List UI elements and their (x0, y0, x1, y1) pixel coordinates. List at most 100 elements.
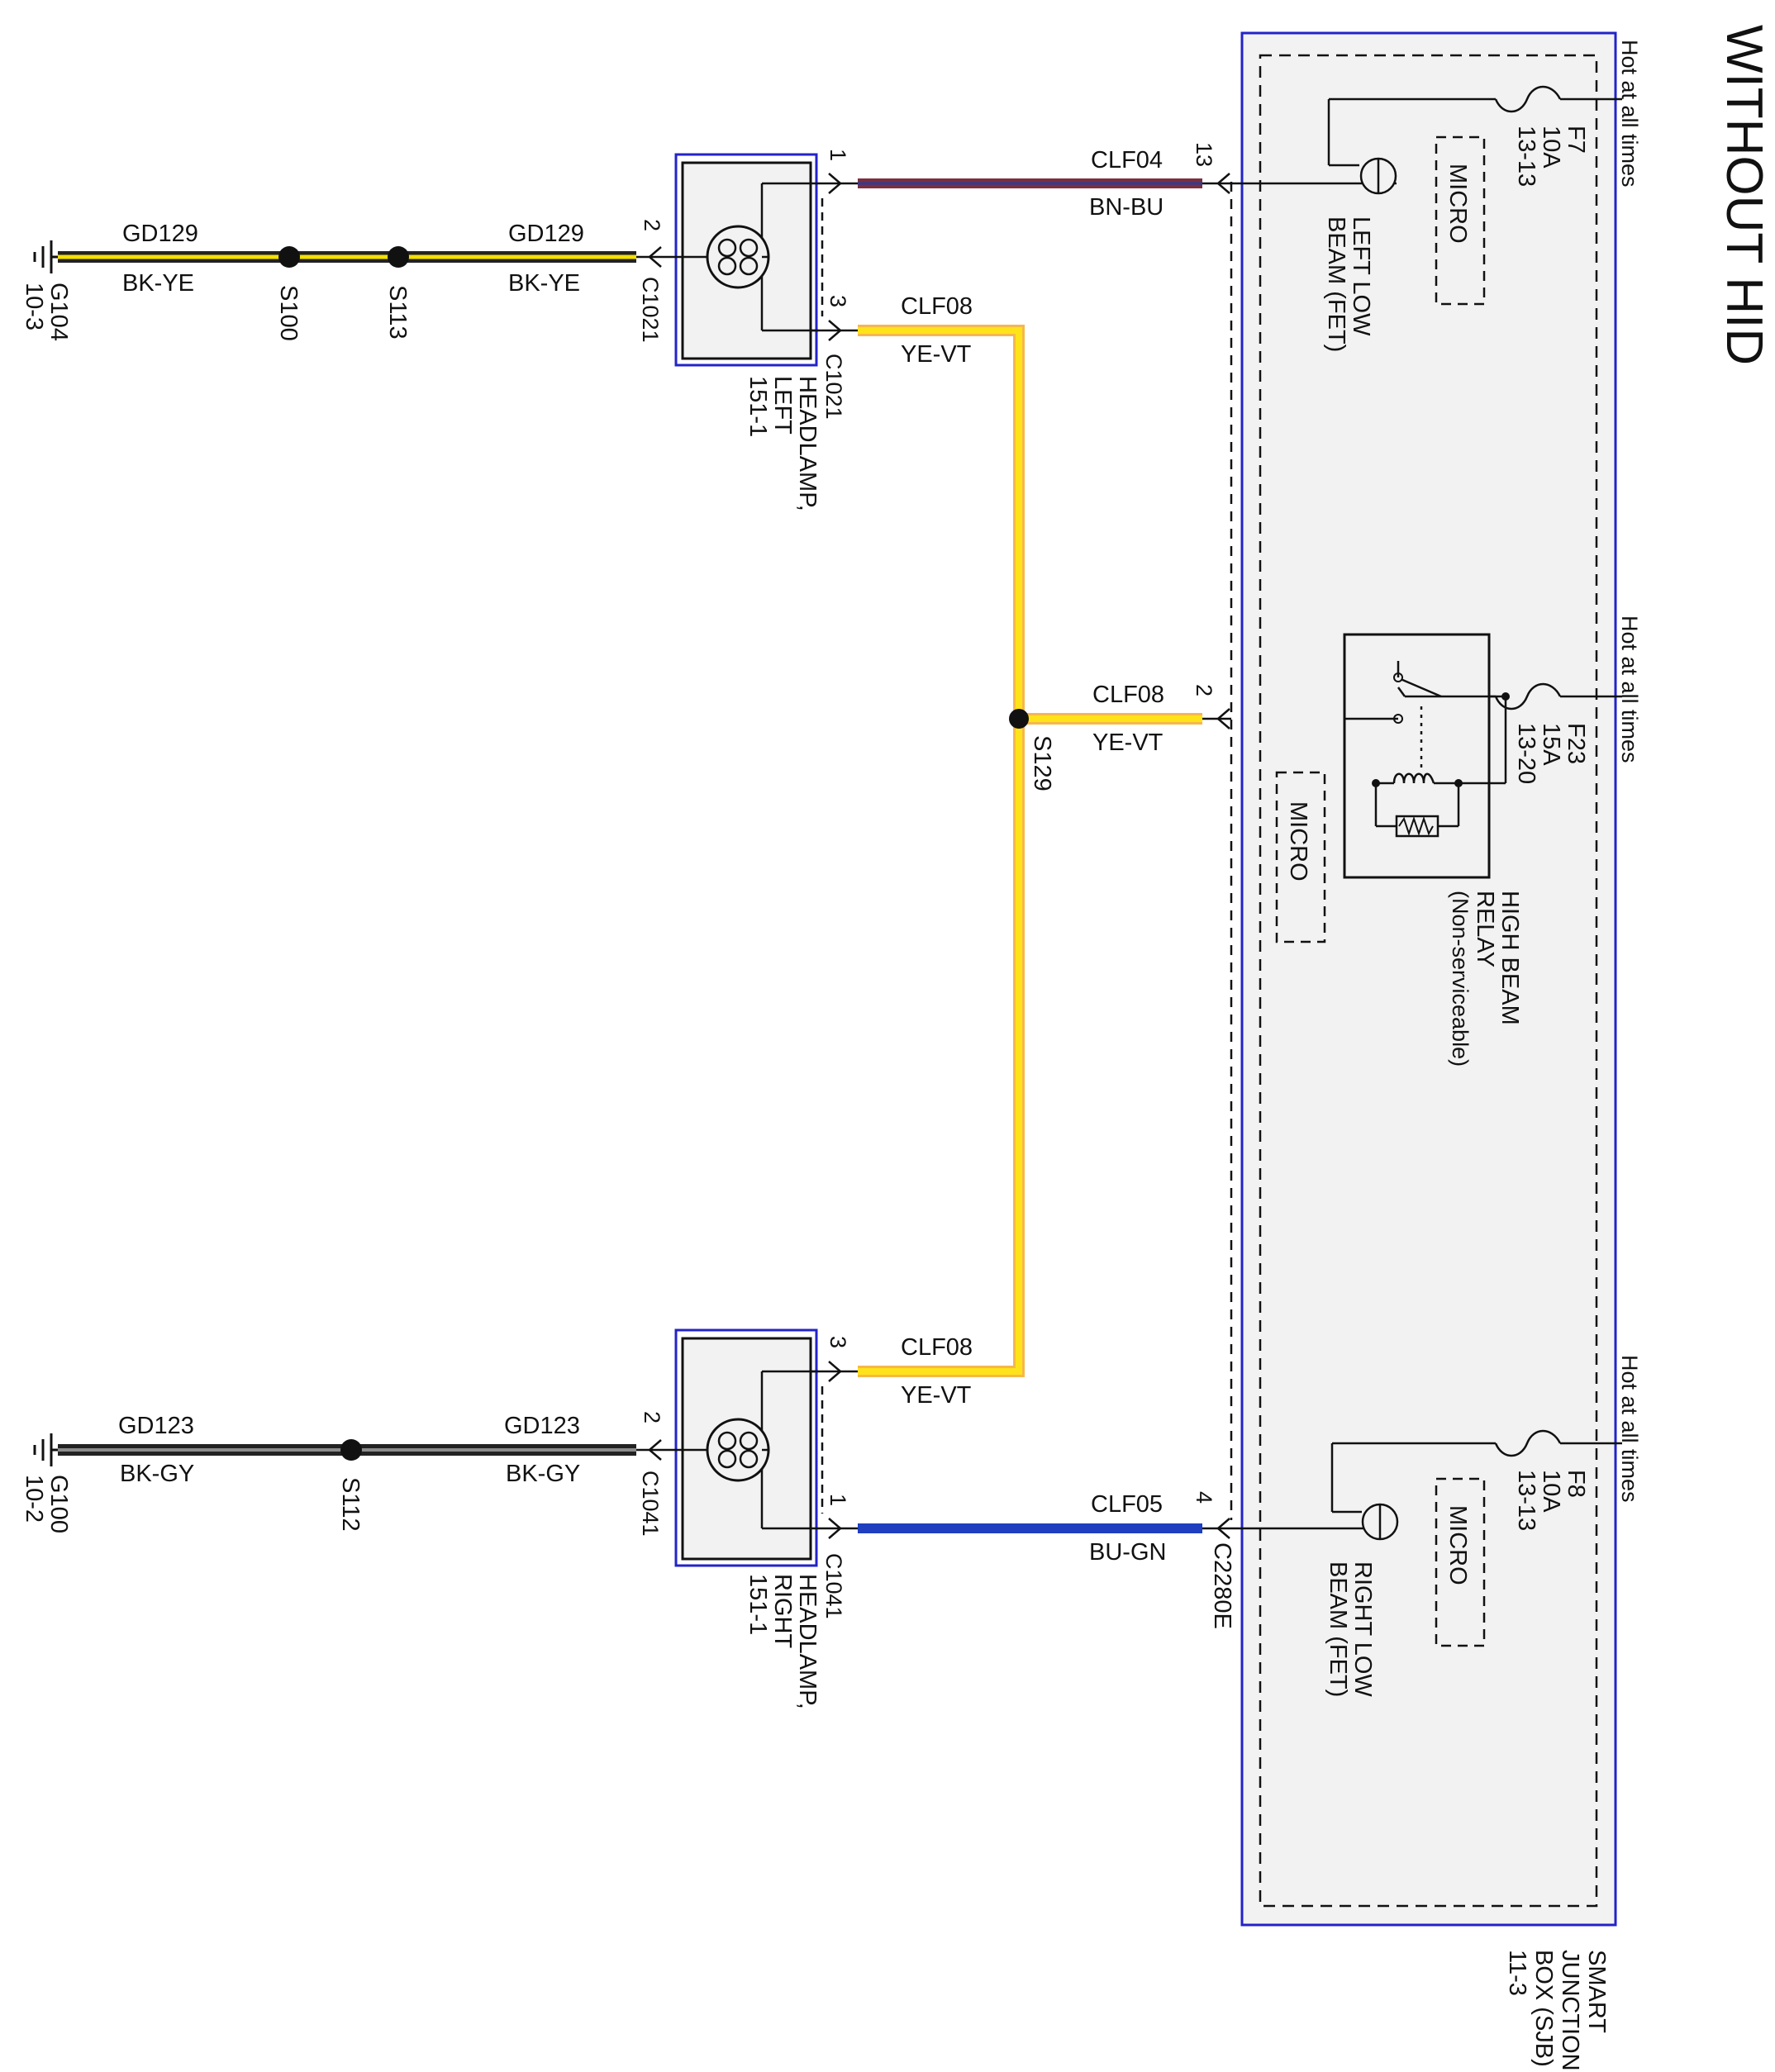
wire-circuit-label: GD123 (504, 1413, 580, 1439)
wire-circuit-label: CLF05 (1091, 1491, 1163, 1518)
sjb-connector-label: C2280E (1209, 1542, 1235, 1629)
svg-text:F23: F23 (1563, 723, 1589, 764)
micro-box-middle (1275, 771, 1326, 943)
connector-arrow-icon (1216, 173, 1230, 194)
smart-junction-box: C2280E SMART JUNCTION BOX (SJB) 11-3 Hot… (1209, 31, 1642, 2071)
sjb-inner-dashed (1259, 54, 1598, 1908)
svg-text:15A: 15A (1538, 723, 1564, 766)
pin-number: 13 (1192, 142, 1216, 167)
splice-s100 (278, 246, 300, 268)
pin-number: 2 (640, 219, 664, 231)
splice-label: S112 (337, 1477, 364, 1532)
svg-text:HEADLAMP,: HEADLAMP, (794, 376, 821, 511)
splice-s129 (1009, 709, 1029, 729)
svg-text:RIGHT LOW: RIGHT LOW (1349, 1561, 1376, 1697)
relay-switch-icon (1400, 677, 1442, 698)
svg-text:HIGH BEAM: HIGH BEAM (1497, 891, 1523, 1025)
wire-color-label: BN-BU (1089, 194, 1164, 221)
headlamp-left-label: HEADLAMP, LEFT 151-1 (745, 376, 821, 511)
wire-color-label: BK-GY (506, 1461, 580, 1487)
fuse-f8: F8 10A 13-13 (1330, 1429, 1622, 1531)
svg-text:10A: 10A (1538, 126, 1564, 169)
diagram-title: WITHOUT HID (1716, 25, 1773, 365)
pin-number: 3 (826, 1336, 850, 1348)
svg-text:BEAM (FET): BEAM (FET) (1325, 1561, 1351, 1697)
bulb-icon (706, 225, 770, 289)
left-low-beam-label: LEFT LOW BEAM (FET) (1323, 216, 1374, 352)
connector-arrow-icon (1216, 1518, 1230, 1539)
svg-text:BOX (SJB): BOX (SJB) (1530, 1950, 1557, 2067)
fuse-symbol-icon (1494, 1429, 1562, 1457)
wire-circuit-label: CLF08 (1092, 682, 1164, 708)
power-label-top: Hot at all times (1617, 40, 1642, 188)
wire-color-label: BK-YE (508, 270, 580, 297)
high-beam-relay: HIGH BEAM RELAY (Non-serviceable) MICRO (1275, 633, 1523, 1067)
relay-coil-icon (1392, 772, 1435, 784)
connector-arrow-icon (648, 246, 662, 268)
svg-text:RELAY: RELAY (1472, 891, 1498, 967)
wire-gd129: S100 S113 GD129 BK-YE GD129 BK-YE G104 1… (21, 221, 636, 341)
svg-text:LEFT LOW: LEFT LOW (1348, 216, 1374, 336)
connector-label: C1021 (638, 277, 663, 343)
svg-text:151-1: 151-1 (745, 1574, 771, 1635)
headlamp-left-outline (674, 153, 818, 367)
micro-box-bottom (1435, 1477, 1486, 1647)
headlamp-right-outline (674, 1328, 818, 1567)
pin-number: 1 (826, 1494, 850, 1506)
svg-text:11-3: 11-3 (1504, 1950, 1530, 1996)
headlamp-left: 2 C1021 C1021 HEADLAMP, LEFT 151-1 (636, 153, 846, 511)
wire-color-label: BK-GY (120, 1461, 194, 1487)
splice-s113 (388, 246, 409, 268)
right-low-beam-fet: RIGHT LOW BEAM (FET) MICRO (1231, 1477, 1486, 1697)
pin-number: 3 (826, 295, 850, 307)
pin-number: 4 (1192, 1491, 1216, 1504)
bulb-icon (706, 1418, 770, 1482)
micro-box-top (1435, 135, 1486, 306)
fuse-f7-label: F7 10A 13-13 (1513, 126, 1589, 187)
ground-g100-label: G100 10-2 (21, 1475, 72, 1533)
left-low-beam-fet: LEFT LOW BEAM (FET) MICRO (1231, 135, 1486, 352)
pin-number: 2 (1192, 684, 1216, 696)
svg-text:HEADLAMP,: HEADLAMP, (794, 1574, 821, 1709)
fuse-symbol-icon (1494, 682, 1562, 710)
fuse-f8-label: F8 10A 13-13 (1513, 1470, 1589, 1531)
pin-number: 1 (826, 149, 850, 161)
micro-label-top: MICRO (1444, 164, 1471, 244)
wire-color-label: YE-VT (1092, 729, 1164, 756)
svg-text:10-2: 10-2 (21, 1475, 47, 1523)
ground-icon (33, 240, 58, 273)
wire-circuit-label: CLF08 (901, 1334, 973, 1361)
wire-circuit-label: GD129 (508, 221, 584, 247)
connector-arrow-icon (1216, 708, 1230, 729)
svg-text:LEFT: LEFT (769, 376, 796, 435)
splice-label: S129 (1029, 735, 1055, 791)
svg-text:G104: G104 (45, 283, 72, 341)
svg-text:151-1: 151-1 (745, 376, 771, 437)
micro-label-middle: MICRO (1285, 801, 1311, 882)
headlamp-right: 2 C1041 C1041 HEADLAMP, RIGHT 151-1 (636, 1328, 846, 1709)
svg-text:BEAM (FET): BEAM (FET) (1323, 216, 1349, 352)
sjb-outline (1240, 31, 1617, 1927)
svg-text:G100: G100 (45, 1475, 72, 1533)
splice-label: S100 (275, 285, 302, 341)
splice-s112 (340, 1439, 362, 1461)
svg-text:10A: 10A (1538, 1470, 1564, 1513)
wire-color-label: BU-GN (1089, 1539, 1166, 1566)
power-label-middle: Hot at all times (1617, 615, 1642, 763)
wire-clf04: CLF04 BN-BU 13 1 (818, 142, 1231, 221)
fuse-f7: F7 10A 13-13 (1327, 85, 1622, 187)
right-low-beam-label: RIGHT LOW BEAM (FET) (1325, 1561, 1376, 1697)
pin-number: 2 (640, 1411, 664, 1423)
wire-color-label: YE-VT (901, 341, 972, 368)
fuse-symbol-icon (1494, 85, 1562, 113)
wire-circuit-label: CLF08 (901, 293, 973, 320)
connector-arrow-icon (648, 1439, 662, 1461)
fuse-f23: F23 15A 13-20 (1456, 682, 1622, 784)
svg-text:RIGHT: RIGHT (769, 1574, 796, 1649)
wire-color-label: YE-VT (901, 1382, 972, 1409)
connector-label: C1041 (638, 1471, 663, 1537)
svg-text:10-3: 10-3 (21, 283, 47, 330)
power-label-bottom: Hot at all times (1617, 1355, 1642, 1503)
wire-circuit-label: CLF04 (1091, 147, 1163, 173)
